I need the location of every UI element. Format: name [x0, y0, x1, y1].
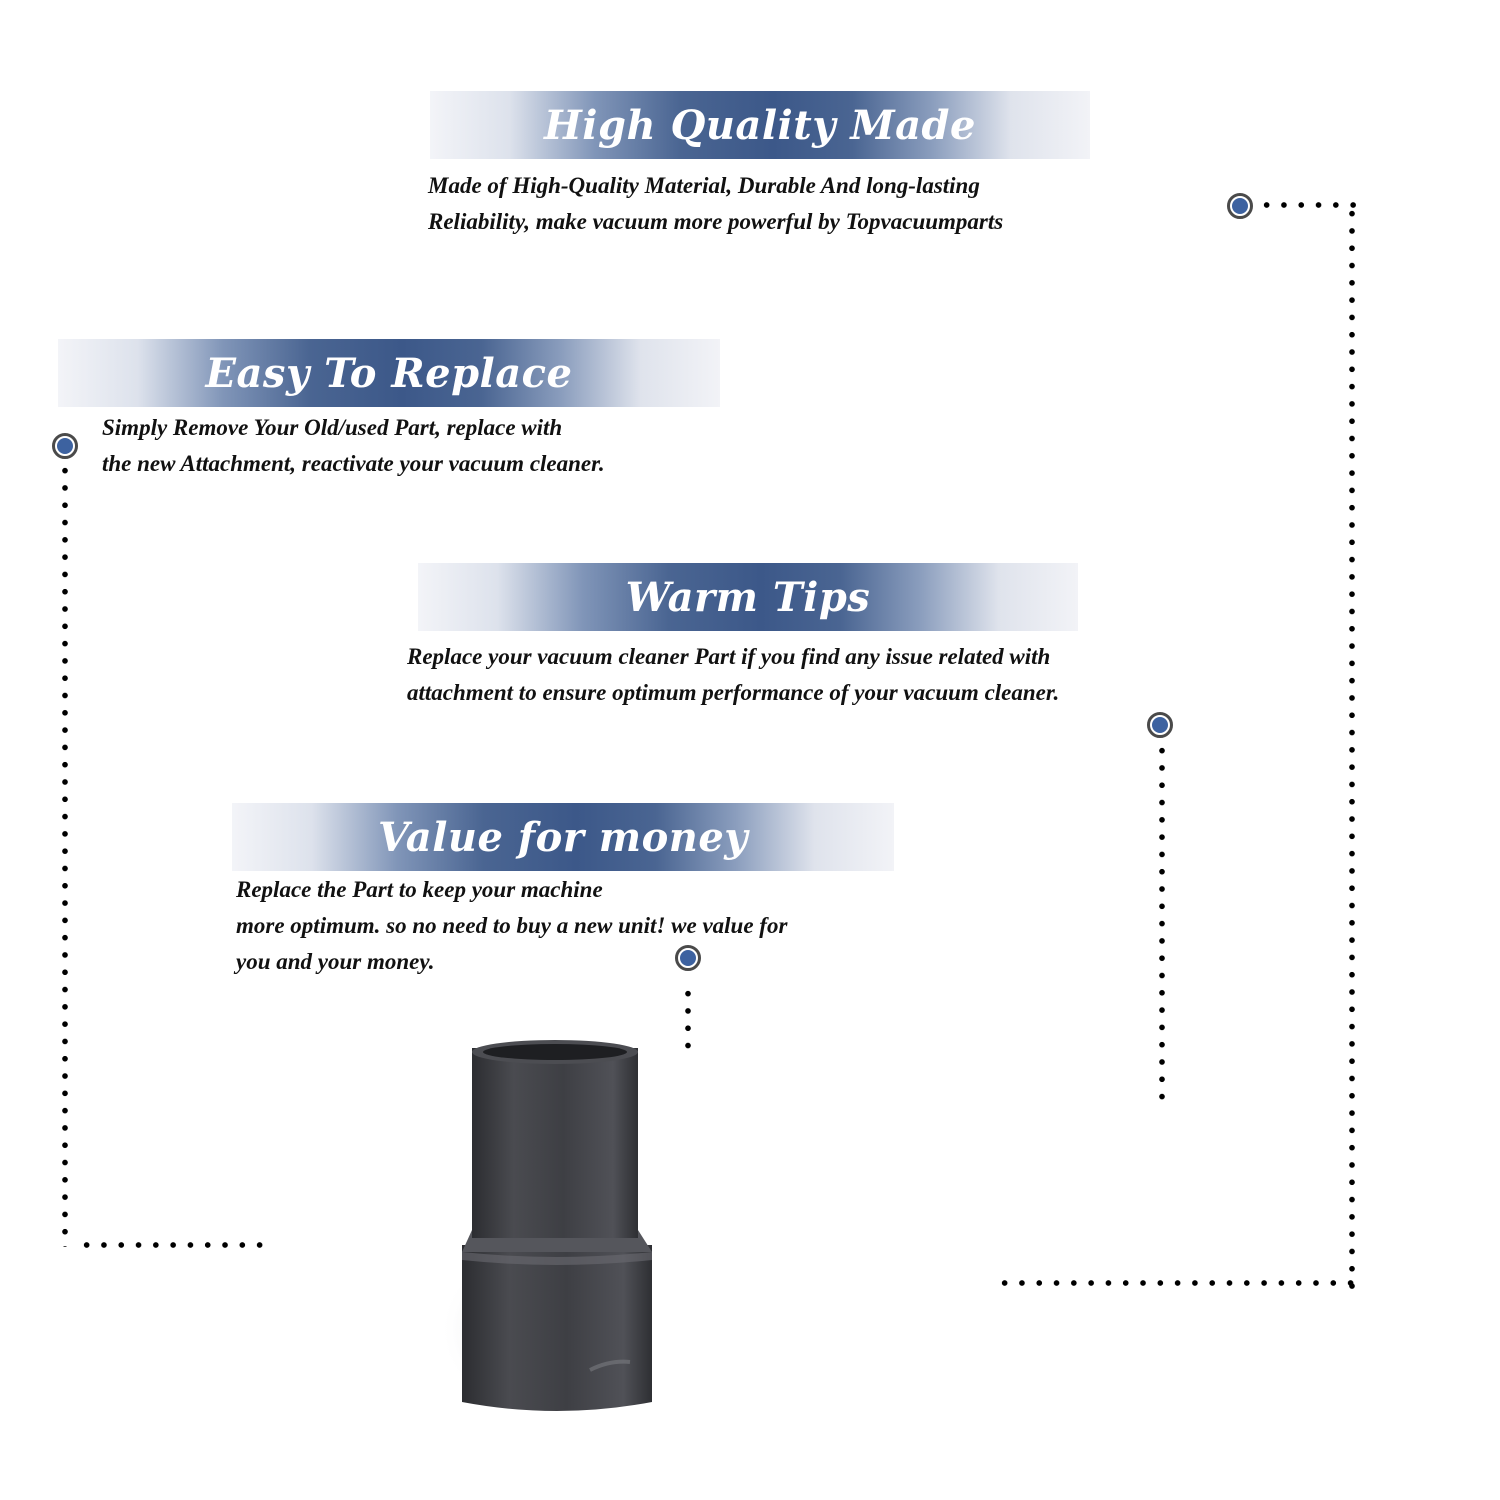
section-description-value: Replace the Part to keep your machine mo… [236, 872, 787, 980]
banner-warm-tips: Warm Tips [418, 563, 1078, 631]
description-line: attachment to ensure optimum performance… [407, 680, 1060, 705]
marker-dot [57, 438, 73, 454]
banner-high-quality-made: High Quality Made [430, 91, 1090, 159]
section-description-warm-tips: Replace your vacuum cleaner Part if you … [407, 639, 1059, 711]
bullet-marker-icon [52, 433, 78, 459]
marker-dot [680, 950, 696, 966]
bullet-marker-icon [675, 945, 701, 971]
vacuum-hose-adapter-icon [440, 1030, 680, 1420]
dotted-connector [1159, 742, 1165, 1102]
banner-gradient [232, 803, 894, 871]
banner-gradient [418, 563, 1078, 631]
description-line: Reliability, make vacuum more powerful b… [428, 209, 1004, 234]
description-line: Simply Remove Your Old/used Part, replac… [102, 415, 563, 440]
banner-gradient [58, 339, 720, 407]
section-description-high-quality: Made of High-Quality Material, Durable A… [428, 168, 1003, 240]
section-title: High Quality Made [544, 101, 976, 149]
description-line: the new Attachment, reactivate your vacu… [102, 451, 605, 476]
banner-easy-to-replace: Easy To Replace [58, 339, 720, 407]
description-line: Made of High-Quality Material, Durable A… [428, 173, 980, 198]
dotted-connector [1258, 202, 1356, 208]
dotted-connector [1349, 205, 1355, 1290]
dotted-connector [996, 1280, 1354, 1286]
description-line: Replace the Part to keep your machine [236, 877, 603, 902]
dotted-connector [78, 1242, 264, 1248]
dotted-connector [62, 462, 68, 1247]
description-line: more optimum. so no need to buy a new un… [236, 913, 788, 938]
bullet-marker-icon [1227, 193, 1253, 219]
section-title: Easy To Replace [205, 349, 573, 397]
banner-value-for-money: Value for money [232, 803, 894, 871]
bullet-marker-icon [1147, 712, 1173, 738]
section-title: Value for money [377, 813, 749, 861]
marker-dot [1152, 717, 1168, 733]
section-title: Warm Tips [625, 573, 871, 621]
section-description-easy-replace: Simply Remove Your Old/used Part, replac… [102, 410, 605, 482]
banner-gradient [430, 91, 1090, 159]
description-line: you and your money. [236, 949, 435, 974]
dotted-connector [685, 985, 691, 1053]
description-line: Replace your vacuum cleaner Part if you … [407, 644, 1051, 669]
marker-dot [1232, 198, 1248, 214]
